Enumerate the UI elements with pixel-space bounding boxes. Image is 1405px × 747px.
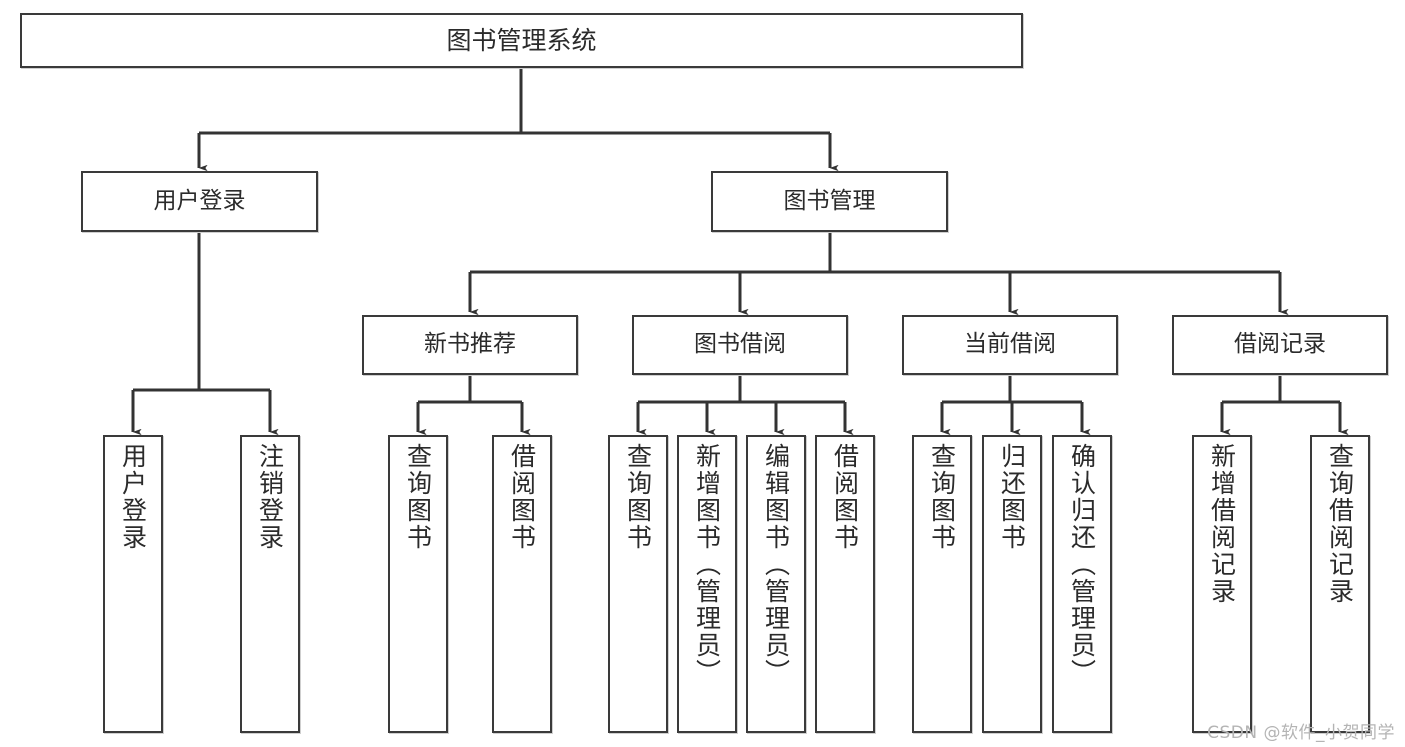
node-leaf-confirm-return[interactable]: 确认归还（管理员） [1052,435,1112,733]
node-root-book-management-system[interactable]: 图书管理系统 [20,13,1023,68]
node-label: 查询借阅记录 [1325,443,1355,605]
node-leaf-query-book-2[interactable]: 查询图书 [608,435,668,733]
node-leaf-add-book[interactable]: 新增图书（管理员） [677,435,737,733]
node-new-book-recommend[interactable]: 新书推荐 [362,315,578,375]
node-leaf-return-book[interactable]: 归还图书 [982,435,1042,733]
node-book-management[interactable]: 图书管理 [711,171,948,232]
node-label: 借阅记录 [1234,331,1326,358]
node-leaf-logout[interactable]: 注销登录 [240,435,300,733]
node-label: 编辑图书（管理员） [761,443,791,686]
node-label: 查询图书 [623,443,653,551]
node-leaf-query-record[interactable]: 查询借阅记录 [1310,435,1370,733]
node-label: 新书推荐 [424,331,516,358]
node-label: 图书管理系统 [446,25,597,55]
node-label: 确认归还（管理员） [1067,443,1097,686]
node-leaf-add-record[interactable]: 新增借阅记录 [1192,435,1252,733]
node-current-borrow[interactable]: 当前借阅 [902,315,1118,375]
node-label: 用户登录 [118,443,148,551]
node-label: 新增借阅记录 [1207,443,1237,605]
node-label: 新增图书（管理员） [692,443,722,686]
node-label: 查询图书 [403,443,433,551]
node-label: 借阅图书 [507,443,537,551]
csdn-watermark: CSDN @软件_小贺同学 [1207,723,1395,743]
node-label: 归还图书 [997,443,1027,551]
node-leaf-borrow-book-2[interactable]: 借阅图书 [815,435,875,733]
node-label: 查询图书 [927,443,957,551]
node-borrow-record[interactable]: 借阅记录 [1172,315,1388,375]
node-leaf-query-book-1[interactable]: 查询图书 [388,435,448,733]
node-user-login[interactable]: 用户登录 [81,171,318,232]
node-book-borrow[interactable]: 图书借阅 [632,315,848,375]
node-leaf-user-login[interactable]: 用户登录 [103,435,163,733]
node-label: 图书借阅 [694,331,786,358]
node-leaf-query-book-3[interactable]: 查询图书 [912,435,972,733]
node-label: 当前借阅 [964,331,1056,358]
node-leaf-edit-book[interactable]: 编辑图书（管理员） [746,435,806,733]
node-leaf-borrow-book-1[interactable]: 借阅图书 [492,435,552,733]
node-label: 图书管理 [783,187,876,214]
node-label: 注销登录 [255,443,285,551]
node-label: 用户登录 [153,187,246,214]
node-label: 借阅图书 [830,443,860,551]
